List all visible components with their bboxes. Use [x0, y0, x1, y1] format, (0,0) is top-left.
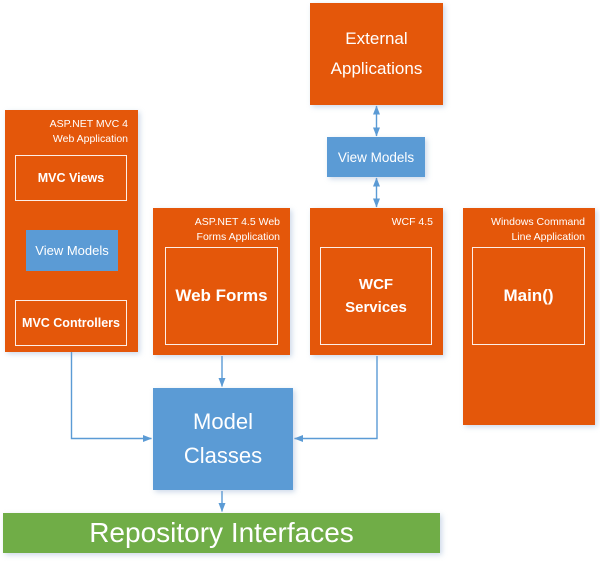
web-forms-app-title: ASP.NET 4.5 Web Forms Application — [194, 216, 280, 243]
console-app-title: Windows Command Line Application — [491, 216, 585, 243]
repository-interfaces-label: Repository Interfaces — [89, 517, 354, 548]
console-app-container: Windows Command Line Application Main() — [463, 208, 595, 425]
mvc-view-models-label: View Models — [35, 243, 109, 258]
external-applications-label: External Applications — [330, 29, 423, 78]
model-classes-label: Model Classes — [183, 409, 263, 468]
wcf-services-label: WCF Services — [345, 276, 407, 316]
wcf-app-title: WCF 4.5 — [391, 216, 433, 228]
main-node: Main() — [472, 247, 585, 345]
mvc-app-title: ASP.NET MVC 4 Web Application — [49, 118, 128, 145]
wcf-services-node: WCF Services — [320, 247, 432, 345]
view-models-external-node: View Models — [327, 137, 425, 177]
web-forms-app-container: ASP.NET 4.5 Web Forms Application Web Fo… — [153, 208, 290, 355]
web-forms-node: Web Forms — [165, 247, 278, 345]
view-models-external-label: View Models — [337, 149, 415, 165]
mvc-views-node: MVC Views — [15, 155, 127, 201]
mvc-controllers-label: MVC Controllers — [22, 316, 120, 330]
wcf-app-container: WCF 4.5 WCF Services — [310, 208, 443, 355]
arrow-mvcapp-to-modelclasses — [70, 352, 152, 442]
model-classes-node: Model Classes — [153, 388, 293, 490]
web-forms-label: Web Forms — [175, 286, 268, 305]
mvc-view-models-node: View Models — [26, 230, 118, 271]
mvc-views-label: MVC Views — [37, 171, 105, 185]
arrow-wcf-to-modelclasses — [294, 356, 378, 442]
mvc-app-container: ASP.NET MVC 4 Web Application MVC Views … — [5, 110, 138, 352]
main-label: Main() — [503, 286, 554, 305]
repository-interfaces-bar: Repository Interfaces — [3, 513, 440, 553]
mvc-controllers-node: MVC Controllers — [15, 300, 127, 346]
external-applications-node: External Applications — [310, 3, 443, 105]
